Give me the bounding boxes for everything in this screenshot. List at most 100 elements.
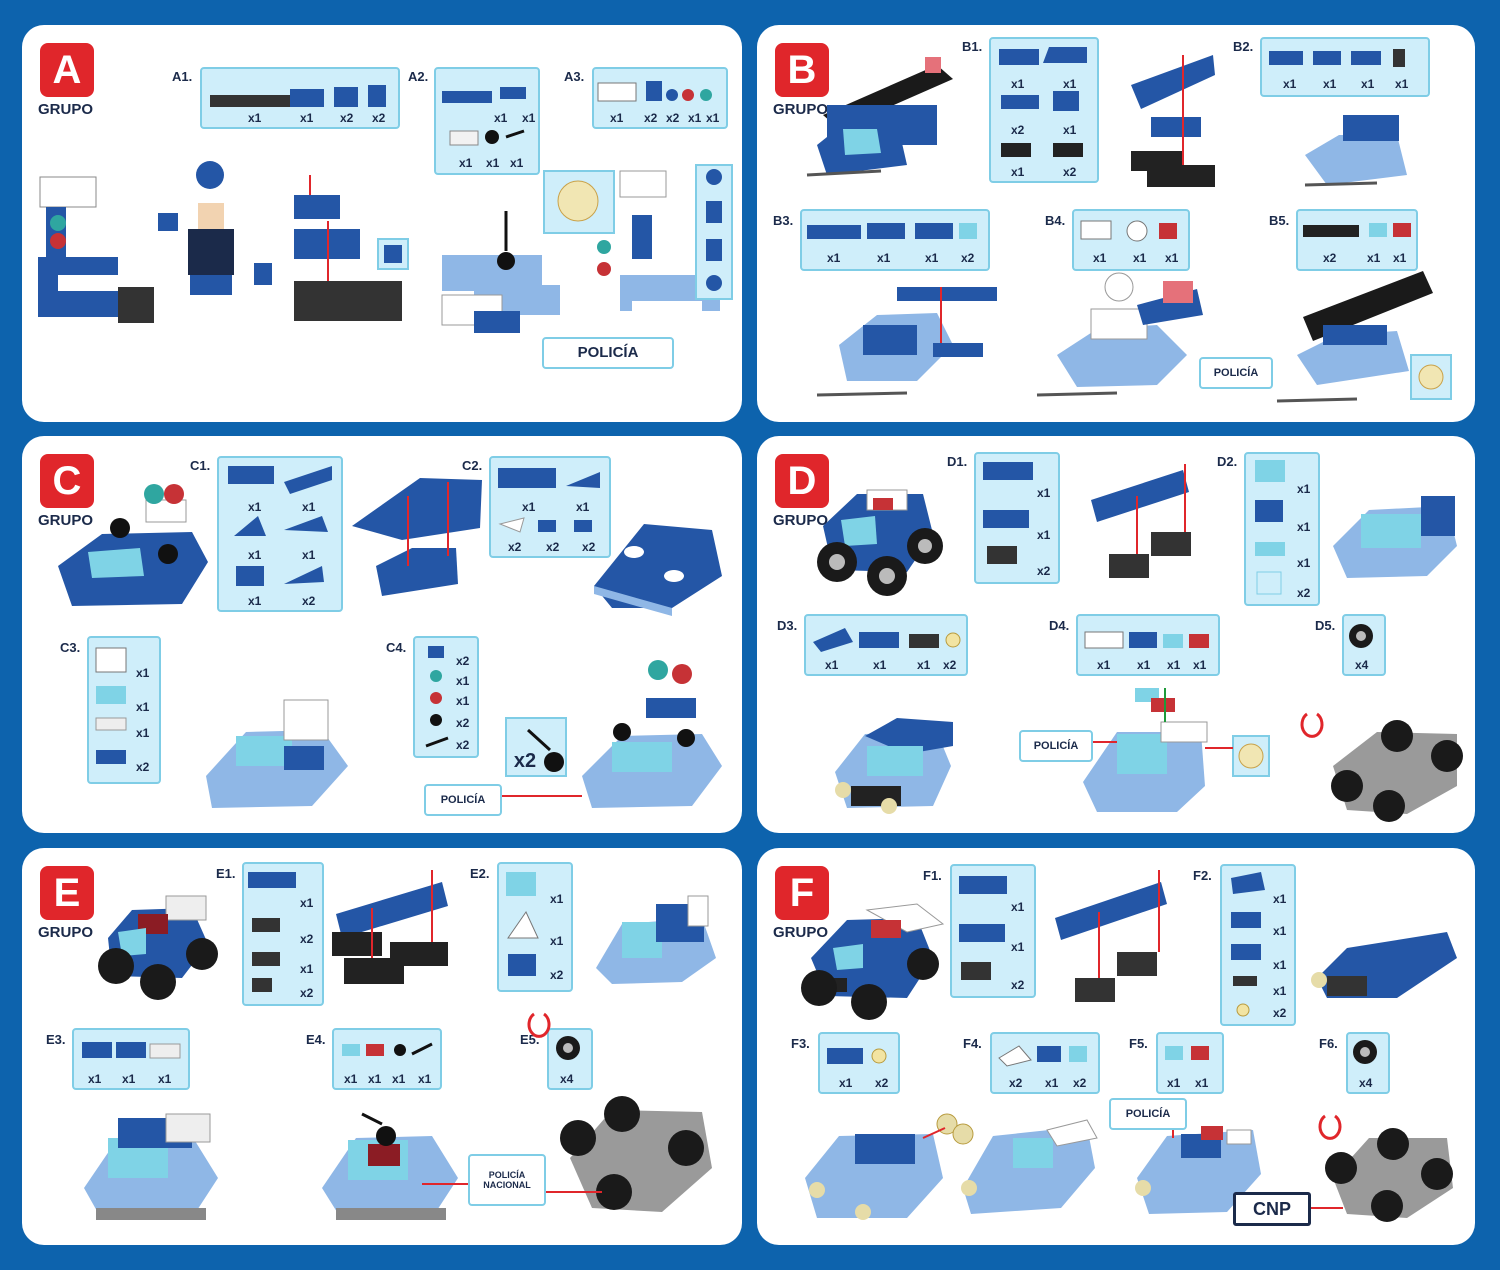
rotate-icon: [527, 1012, 551, 1038]
quantity: x2: [550, 968, 564, 982]
step-label: E4.: [306, 1032, 326, 1047]
quantity: x1: [494, 111, 508, 125]
quantity: x1: [1323, 77, 1337, 91]
quantity: x2: [136, 760, 150, 774]
panel-a-illustrations: [38, 81, 733, 333]
quantity: x1: [459, 156, 473, 170]
quantity: x1: [688, 111, 702, 125]
quantity: x1: [1273, 924, 1287, 938]
quantity: x1: [522, 500, 536, 514]
quantity: x4: [560, 1072, 574, 1086]
wheel: [1377, 1128, 1409, 1160]
quantity: x1: [248, 500, 262, 514]
step-label: F4.: [963, 1036, 982, 1051]
quantity: x1: [522, 111, 536, 125]
policia-nacional-sticker: POLICÍA NACIONAL: [468, 1154, 546, 1206]
emblem-icon: [557, 180, 599, 222]
step-label: C3.: [60, 640, 81, 655]
step-label: A3.: [564, 69, 585, 84]
wheel: [801, 970, 837, 1006]
wheel: [560, 1120, 596, 1156]
quantity: x1: [368, 1072, 382, 1086]
quantity: x2: [372, 111, 386, 125]
cnp-text: CNP: [1252, 1199, 1291, 1219]
brick-blue: [294, 195, 340, 219]
wheel: [668, 1130, 704, 1166]
quantity: x1: [136, 666, 150, 680]
quantity: x2: [582, 540, 596, 554]
panel-f-illustrations: [801, 870, 1457, 1222]
parts-box: [72, 1028, 190, 1090]
policia-text: POLICÍA: [1033, 740, 1079, 752]
quantity: x1: [1167, 658, 1181, 672]
quantity: x1: [1045, 1076, 1059, 1090]
quantity: x1: [917, 658, 931, 672]
panel-c: C GRUPO C1. x1 x1 x1 x1 x1 x2 C2. x1 x1 …: [22, 436, 742, 833]
quantity: x2: [456, 654, 470, 668]
step-label: D3.: [777, 618, 798, 633]
x2-box-label: x2: [510, 748, 540, 774]
wheel: [1325, 1152, 1357, 1184]
quantity: x1: [1093, 251, 1107, 265]
policia-nacional-line2: NACIONAL: [483, 1180, 531, 1190]
quantity: x1: [300, 962, 314, 976]
wheel: [1431, 740, 1463, 772]
group-badge: E: [40, 866, 94, 920]
step-label: A1.: [172, 69, 193, 84]
quantity: x1: [456, 694, 470, 708]
quantity: x2: [1273, 1006, 1287, 1020]
rotate-icon: [1300, 712, 1324, 738]
quantity: x1: [248, 111, 262, 125]
step-label: A2.: [408, 69, 429, 84]
quantity: x1: [706, 111, 720, 125]
quantity: x2: [875, 1076, 889, 1090]
group-label: GRUPO: [773, 101, 829, 118]
quantity: x2: [300, 986, 314, 1000]
quantity: x1: [1273, 984, 1287, 998]
quantity: x1: [1297, 556, 1311, 570]
step-label: F3.: [791, 1036, 810, 1051]
quantity: x1: [1097, 658, 1111, 672]
group-badge: A: [40, 43, 94, 97]
quantity: x1: [158, 1072, 172, 1086]
group-label: GRUPO: [773, 512, 829, 529]
quantity: x4: [1355, 658, 1369, 672]
step-label: F2.: [1193, 868, 1212, 883]
quantity: x1: [1395, 77, 1409, 91]
quantity: x2: [1323, 251, 1337, 265]
minifig-legs: [190, 275, 232, 295]
quantity: x1: [1283, 77, 1297, 91]
brick-white: [449, 130, 479, 146]
step-label: C1.: [190, 458, 211, 473]
quantity: x1: [302, 548, 316, 562]
quantity: x1: [1037, 528, 1051, 542]
quantity: x1: [839, 1076, 853, 1090]
step-label: B3.: [773, 213, 794, 228]
quantity: x2: [508, 540, 522, 554]
policia-text: POLICÍA: [440, 794, 486, 806]
step-label: C4.: [386, 640, 407, 655]
quantity: x2: [644, 111, 658, 125]
quantity: x1: [136, 700, 150, 714]
quantity: x1: [825, 658, 839, 672]
parts-box: [332, 1028, 442, 1090]
emblem-icon: [1418, 364, 1444, 390]
quantity: x1: [576, 500, 590, 514]
rotate-icon: [1318, 1114, 1342, 1140]
quantity: x1: [302, 500, 316, 514]
quantity: x1: [1037, 486, 1051, 500]
minifig-torso: [188, 229, 234, 275]
parts-box: [547, 1028, 593, 1090]
quantity: x1: [610, 111, 624, 125]
quantity: x1: [486, 156, 500, 170]
panel-a: A GRUPO A1. x1 x1 x2 x2 A2. x1 x1 x1 x1 …: [22, 25, 742, 422]
wheel: [907, 948, 939, 980]
quantity: x1: [392, 1072, 406, 1086]
step-label: D2.: [1217, 454, 1238, 469]
wheel: [1331, 770, 1363, 802]
quantity: x1: [344, 1072, 358, 1086]
panel-b: B GRUPO B1. x1 x1 x2 x1 x1 x2 B2. x1 x1 …: [757, 25, 1475, 422]
parts-box: [1296, 209, 1418, 271]
quantity: x1: [1011, 900, 1025, 914]
quantity: x2: [302, 594, 316, 608]
